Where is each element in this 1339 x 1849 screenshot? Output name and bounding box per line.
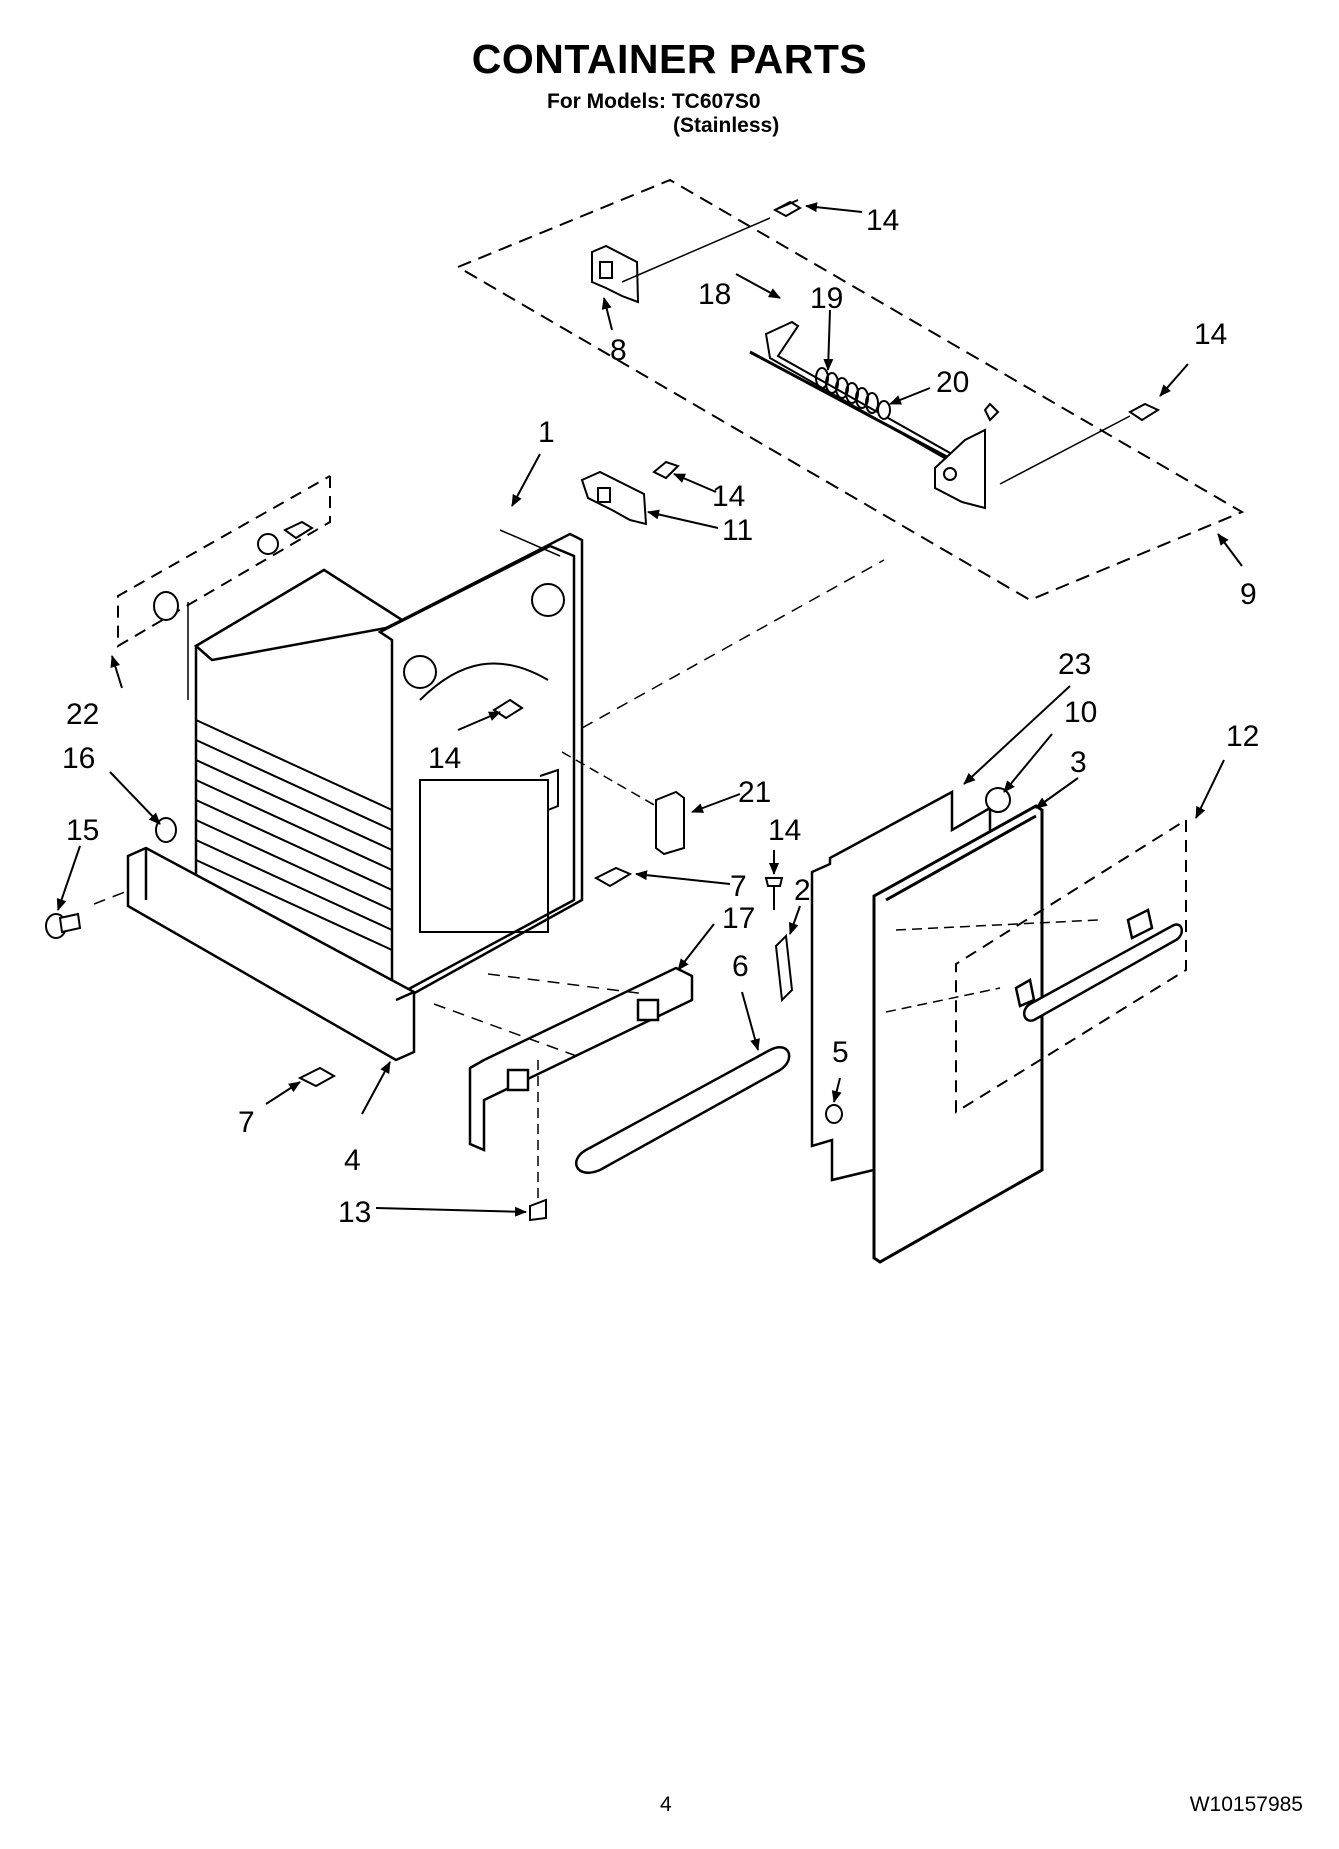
top-assembly-outline	[457, 178, 1245, 602]
side-ribs	[195, 719, 393, 951]
callout-11: 11	[722, 514, 753, 547]
callout-5: 5	[832, 1036, 849, 1069]
callout-1: 1	[538, 416, 555, 449]
handle-part-6	[575, 1046, 791, 1174]
callout-8: 8	[610, 334, 627, 367]
callout-14-right: 14	[1194, 318, 1227, 351]
callout-19: 19	[810, 282, 843, 315]
washer-part-20	[877, 400, 891, 420]
callout-20: 20	[936, 366, 969, 399]
hinge-bracket-part-8	[591, 244, 640, 304]
leader-arrows	[56, 202, 1243, 1217]
finish-line: (Stainless)	[673, 114, 780, 137]
callout-2: 2	[794, 874, 811, 907]
callout-21: 21	[738, 776, 771, 809]
knob-part-22	[153, 591, 179, 621]
back-panel-details	[403, 583, 565, 933]
callout-17: 17	[722, 902, 755, 935]
bracket-part-11	[580, 470, 648, 526]
callout-12: 12	[1226, 720, 1259, 753]
door-handle-part-12	[1014, 908, 1184, 1022]
screw-part-14-right	[1128, 402, 1161, 422]
callout-7-right: 7	[730, 870, 747, 903]
callout-22: 22	[66, 698, 99, 731]
nut-part-5	[825, 1104, 843, 1124]
callout-13: 13	[338, 1196, 371, 1229]
front-assembly-outline-22	[117, 475, 331, 648]
pin-part-7-right	[593, 866, 633, 888]
screw-left	[283, 520, 314, 540]
screw-part-14-top	[772, 199, 802, 218]
callout-14-top: 14	[866, 204, 899, 237]
callout-23: 23	[1058, 648, 1091, 681]
models-line: For Models: TC607S0	[547, 90, 761, 113]
callout-9: 9	[1240, 578, 1257, 611]
handle-outline-part-12	[955, 819, 1187, 1114]
callout-7-left: 7	[238, 1106, 255, 1139]
spring-part-19	[815, 367, 879, 414]
latch-plate	[934, 402, 1000, 510]
callout-18: 18	[698, 278, 731, 311]
callout-labels: 14 8 18 19 20 14 9 1 14 11 22 16 15 14 2…	[62, 204, 1259, 1229]
pin-part-7-left	[297, 1066, 337, 1088]
screw-part-13	[529, 1198, 547, 1222]
callout-6: 6	[732, 950, 749, 983]
part-16	[155, 817, 177, 843]
clip-part-21	[655, 790, 685, 856]
nut	[257, 533, 279, 555]
screw-part-14-vertical	[764, 877, 784, 910]
document-number: W10157985	[1189, 1793, 1303, 1816]
callout-14-inside: 14	[428, 742, 461, 775]
callout-3: 3	[1070, 746, 1087, 779]
rod-part-18	[764, 320, 968, 470]
bumper-part-10	[985, 787, 1011, 813]
callout-16: 16	[62, 742, 95, 775]
page-number: 4	[660, 1793, 672, 1816]
foot-part-15	[45, 912, 82, 939]
callout-4: 4	[344, 1144, 361, 1177]
callout-10: 10	[1064, 696, 1097, 729]
callout-14-bracket: 14	[712, 480, 745, 513]
callout-14-vertical: 14	[768, 814, 801, 847]
screw-part-14-bracket	[652, 460, 680, 480]
page-title: CONTAINER PARTS	[471, 36, 868, 82]
connection-lines	[93, 559, 885, 1059]
base-rail-part-4	[126, 846, 416, 1062]
callout-15: 15	[66, 814, 99, 847]
screw-part-14-inside	[492, 698, 524, 720]
latch-part-2	[774, 933, 794, 1003]
